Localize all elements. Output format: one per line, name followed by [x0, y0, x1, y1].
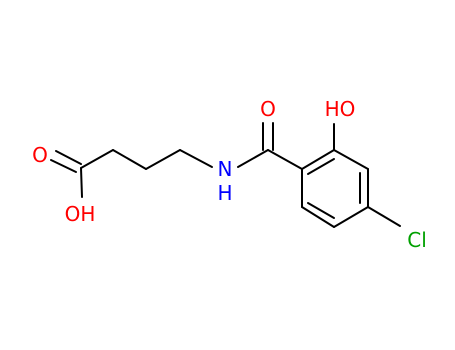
bond-c1-oh: [80, 167, 83, 198]
bond-n-c5: [237, 149, 269, 168]
bond-c1-o-double-b: [55, 150, 82, 165]
atom-label-n-amide: N: [218, 157, 233, 181]
ring-bond-2: [333, 149, 369, 170]
ring-bond-4: [333, 206, 369, 228]
ring-bond-5-inner: [307, 202, 335, 219]
bond-ring-cl: [367, 206, 401, 227]
ring-bond-1: [301, 149, 335, 170]
atom-label-o-amide: O: [260, 97, 276, 121]
bond-c2-c3: [112, 149, 147, 170]
atom-label-o-carbonyl-acid: O: [32, 143, 48, 167]
atom-label-cl: Cl: [407, 228, 427, 252]
bond-c4-n: [179, 149, 213, 168]
atom-label-oh-acid: OH: [65, 202, 96, 226]
ring-bond-5: [301, 206, 335, 228]
ring-bond-1-inner: [307, 158, 335, 175]
bond-c1-o-double-a: [50, 159, 77, 173]
atom-label-oh-phenol: HO: [325, 97, 356, 121]
bond-c3-c4: [145, 149, 181, 170]
bond-c5-ring: [267, 149, 303, 170]
bond-c1-c2: [80, 149, 114, 169]
atom-label-h-amide: H: [217, 181, 232, 205]
